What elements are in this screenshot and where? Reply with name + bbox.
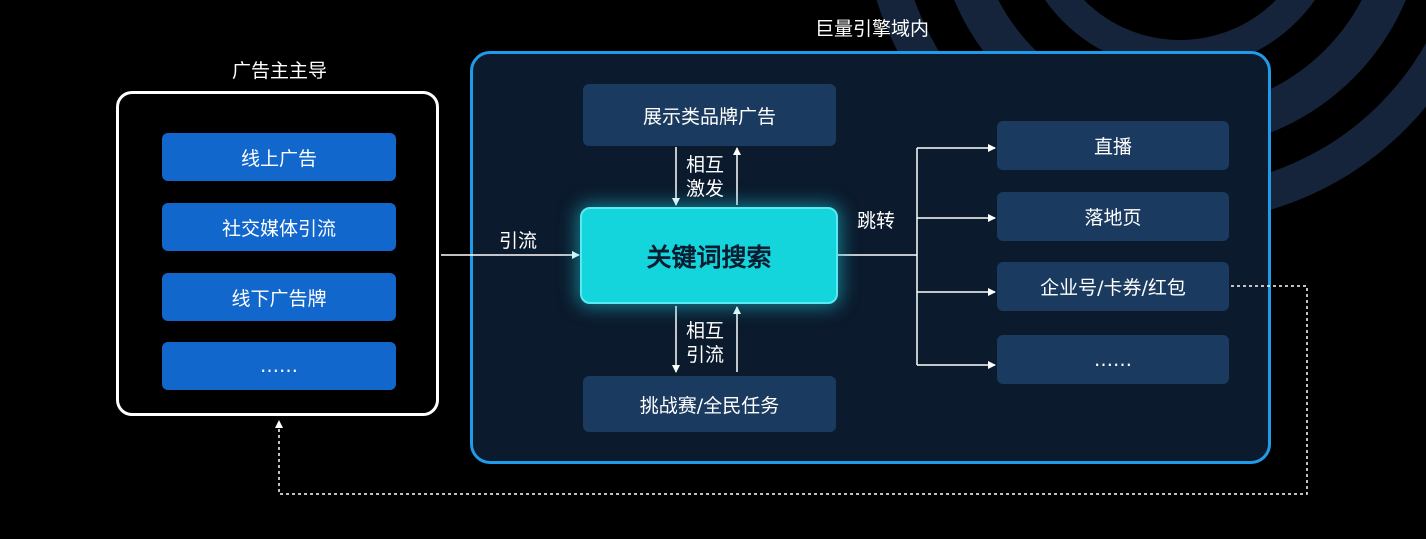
brand-display-ads-node: 展示类品牌广告 (583, 84, 836, 146)
mutual-traffic-label: 相互 引流 (686, 319, 724, 367)
source-online-ads: 线上广告 (162, 133, 396, 181)
target-more: …… (997, 335, 1229, 384)
target-enterprise-account: 企业号/卡券/红包 (997, 262, 1229, 311)
keyword-search-node: 关键词搜索 (580, 207, 838, 304)
source-offline-billboard: 线下广告牌 (162, 273, 396, 321)
jump-label: 跳转 (857, 210, 896, 232)
mutual-traffic-line-2: 引流 (686, 344, 725, 366)
mutual-inspire-line-1: 相互 (686, 154, 725, 176)
target-live-stream: 直播 (997, 121, 1229, 170)
source-social-media: 社交媒体引流 (162, 203, 396, 251)
advertiser-panel (116, 91, 439, 416)
mutual-traffic-line-1: 相互 (686, 320, 725, 342)
domain-heading: 巨量引擎域内 (815, 18, 930, 40)
target-landing-page: 落地页 (997, 192, 1229, 241)
challenge-task-node: 挑战赛/全民任务 (583, 376, 836, 432)
source-more: …… (162, 342, 396, 390)
mutual-inspire-label: 相互 激发 (686, 153, 724, 201)
advertiser-heading: 广告主主导 (232, 60, 328, 82)
inflow-label: 引流 (499, 230, 538, 252)
mutual-inspire-line-2: 激发 (686, 178, 725, 200)
